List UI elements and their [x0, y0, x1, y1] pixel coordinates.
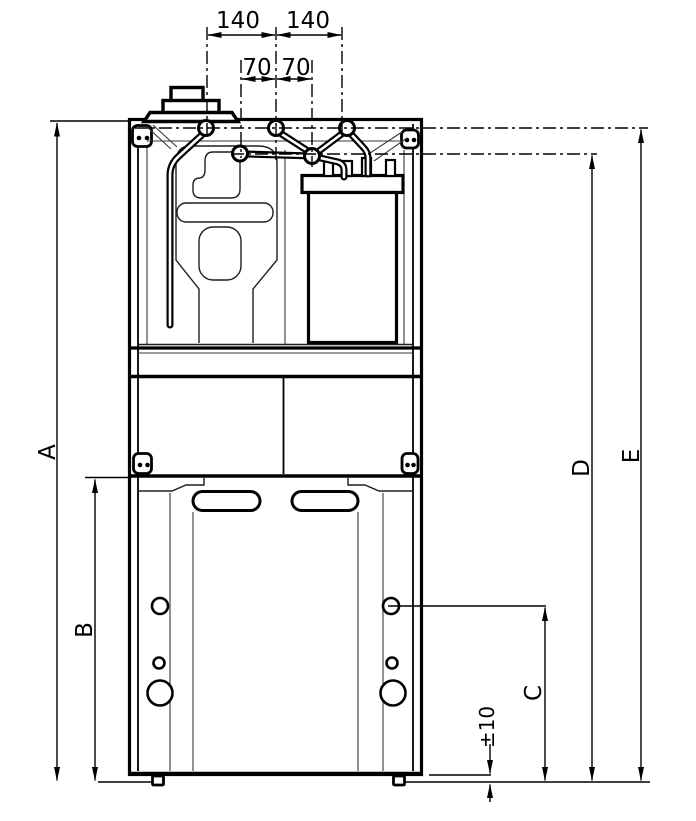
hole-right-small [385, 656, 399, 670]
corner-fold-left [152, 124, 178, 148]
bracket-screw-hole [405, 462, 410, 468]
hole-left-large [146, 679, 174, 707]
bracket-screw-hole [136, 135, 142, 141]
upper-compartment [145, 119, 408, 345]
label-140-left: 140 [216, 8, 260, 34]
bracket-screw-hole [144, 135, 150, 141]
label-c: C [521, 685, 547, 701]
slot-right [290, 490, 360, 512]
mounting-bracket-top-right [400, 128, 420, 150]
slot-left [191, 490, 262, 512]
dimension-lines [54, 32, 644, 802]
label-b: B [72, 622, 98, 638]
dimension-labels: 140 140 70 70 A B C D E ±10 [35, 8, 645, 748]
bracket-screw-hole [137, 462, 143, 468]
foot-left [151, 774, 165, 787]
tank-body [306, 190, 399, 345]
diagonal-pipe-3-core [348, 131, 370, 176]
label-a: A [35, 444, 61, 460]
label-d: D [569, 459, 595, 477]
diagonal-pipe-1-core [278, 131, 310, 153]
shoulder-right [347, 478, 413, 492]
shoulder-left [138, 478, 205, 492]
mounting-bracket-top-left [131, 124, 153, 148]
hole-right-large [379, 679, 407, 707]
mounting-brackets [131, 124, 420, 475]
label-70-left: 70 [242, 55, 271, 81]
lower-cabinet [138, 478, 413, 787]
right-tank [300, 156, 405, 345]
mounting-bracket-mid-left [132, 452, 153, 475]
centerlines [135, 27, 648, 167]
corner-fold-left [145, 125, 172, 150]
hole-left-upper [150, 596, 170, 616]
foot-right [392, 774, 406, 787]
label-e: E [619, 449, 645, 464]
heat-cell-cutout-oval [198, 226, 242, 281]
label-tolerance: ±10 [475, 706, 499, 748]
label-140-right: 140 [286, 8, 330, 34]
bracket-screw-hole [411, 462, 416, 468]
label-70-right: 70 [281, 55, 310, 81]
corner-fold-right [373, 137, 408, 162]
flue-terminal [140, 85, 242, 124]
hole-left-small [152, 656, 166, 670]
mounting-bracket-mid-right [400, 452, 420, 475]
tank-flange [300, 173, 405, 195]
flue-base [140, 110, 242, 124]
bracket-screw-hole [145, 462, 150, 468]
pipe-stub [384, 158, 397, 178]
datum-lines [50, 120, 650, 783]
internal-pipes [166, 129, 372, 329]
left-downpipe-core [168, 131, 206, 327]
elbow-pipe-core [314, 155, 346, 179]
heat-cell-cutout-bar [176, 202, 274, 223]
bracket-screw-hole [411, 137, 417, 143]
diagonal-pipe-2-core [317, 131, 345, 153]
